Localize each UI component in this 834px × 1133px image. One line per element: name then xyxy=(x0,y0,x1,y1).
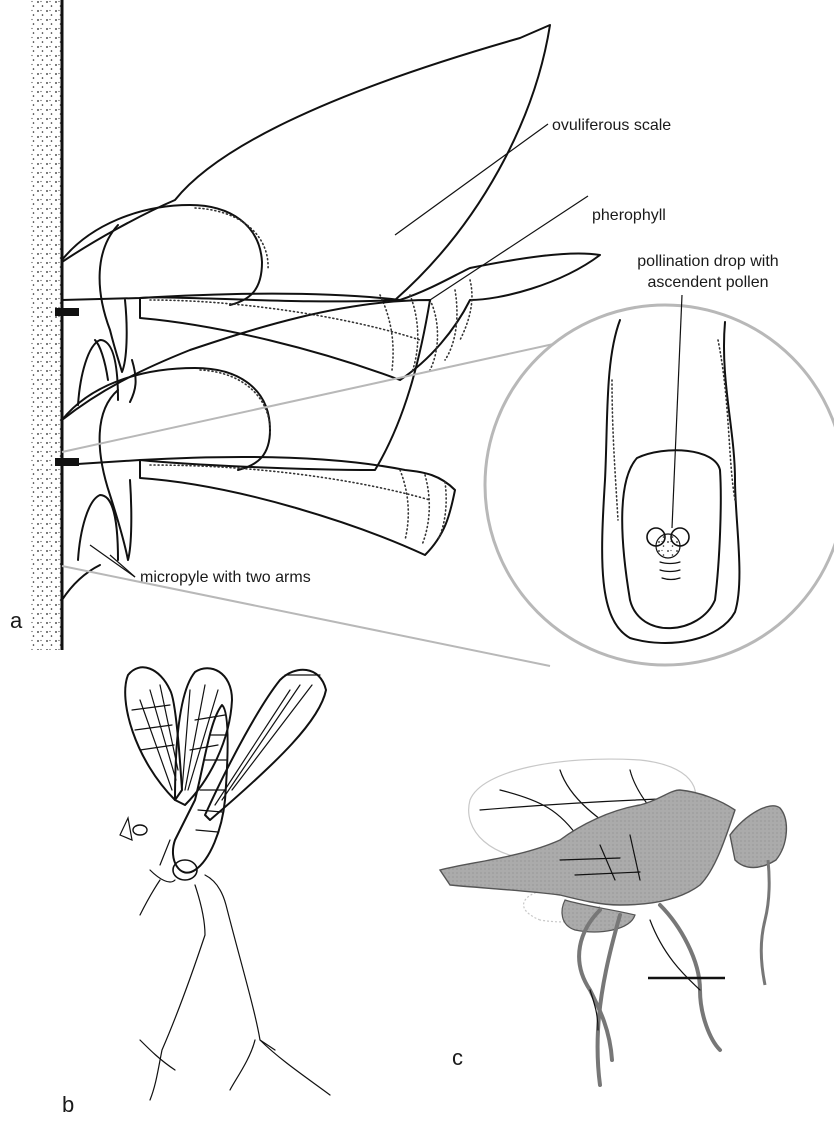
ovuliferous-scale-shape xyxy=(62,25,550,301)
lower-ovule-body xyxy=(62,368,270,470)
panel-b: b xyxy=(62,667,330,1117)
insect-b-leg-1 xyxy=(205,875,330,1095)
insect-b-leg-2 xyxy=(150,885,205,1100)
insect-b-leg-3 xyxy=(140,880,160,915)
insect-c-antenna xyxy=(761,860,769,985)
label-pherophyll: pherophyll xyxy=(592,207,666,224)
label-ovuliferous-scale: ovuliferous scale xyxy=(552,117,671,134)
inset-magnification: pollination drop with ascendent pollen xyxy=(485,253,834,665)
pollen-grain-body xyxy=(656,534,680,558)
upper-scale-complex xyxy=(55,25,600,405)
insect-c-head xyxy=(730,806,786,868)
panel-label-b: b xyxy=(62,1092,74,1117)
cone-axis xyxy=(30,0,62,650)
panel-label-c: c xyxy=(452,1045,463,1070)
inset-circle xyxy=(485,305,834,665)
upper-ovule-body xyxy=(62,205,262,305)
label-pollination-drop-line1: pollination drop with xyxy=(637,253,778,270)
insect-c-body xyxy=(440,790,735,905)
panel-label-a: a xyxy=(10,608,23,633)
pherophyll-shape xyxy=(140,253,600,380)
insect-c-leg-1 xyxy=(598,915,620,1085)
insect-b-wing-1 xyxy=(125,667,182,800)
lower-micropyle-arm xyxy=(100,390,132,560)
panel-a: ovuliferous scale pherophyll micropyle w… xyxy=(10,0,834,666)
label-pollination-drop-line2: ascendent pollen xyxy=(648,274,769,291)
panel-c: c xyxy=(440,759,786,1085)
label-micropyle: micropyle with two arms xyxy=(140,569,311,586)
